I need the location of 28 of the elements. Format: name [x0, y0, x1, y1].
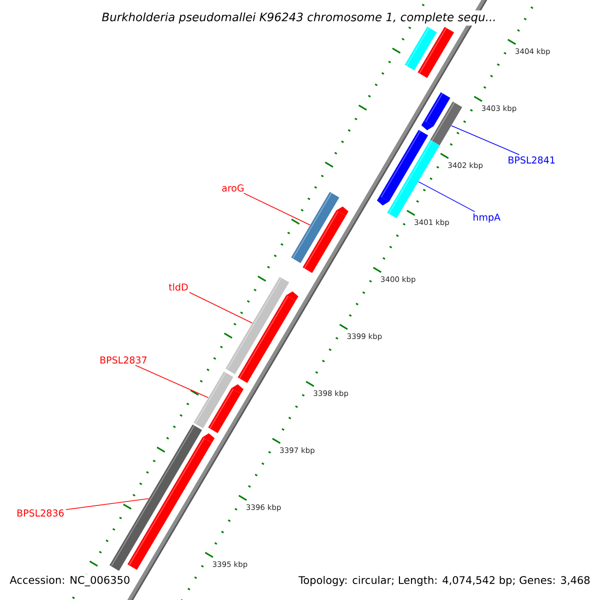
- gene-feature: [194, 371, 234, 428]
- gene-label: aroG: [222, 184, 244, 192]
- gene-feature: [404, 26, 437, 70]
- gene-label: BPSL2837: [100, 356, 146, 364]
- gene-feature: [421, 92, 450, 130]
- gene-feature: [302, 206, 348, 273]
- leader-line: [244, 192, 310, 226]
- gene-feature: [208, 384, 244, 434]
- gene-label: tldD: [168, 283, 188, 291]
- gene-label: BPSL2841: [508, 156, 555, 164]
- summary-text: Topology: circular; Length: 4,074,542 bp; Genes: 3,468: [297, 574, 592, 588]
- gene-feature: [291, 192, 340, 264]
- gene-feature: [110, 424, 202, 571]
- gene-feature: [430, 102, 462, 146]
- gene-label: hmpA: [474, 213, 500, 223]
- gene-feature: [226, 276, 290, 374]
- gene-feature: [376, 130, 428, 206]
- accession-text: Accession: NC_006350: [8, 574, 132, 588]
- gene-feature: [238, 291, 298, 383]
- diagram-title: Burkholderia pseudomallei K96243 chromosome 1, complete sequ...: [100, 10, 498, 26]
- gene-feature: [387, 140, 440, 218]
- gene-label: BPSL2836: [17, 509, 64, 517]
- gene-feature: [418, 26, 454, 78]
- leader-line: [418, 181, 476, 212]
- leader-line: [451, 125, 520, 156]
- leader-line: [189, 292, 253, 324]
- leader-line: [66, 498, 149, 510]
- leader-line: [134, 364, 209, 398]
